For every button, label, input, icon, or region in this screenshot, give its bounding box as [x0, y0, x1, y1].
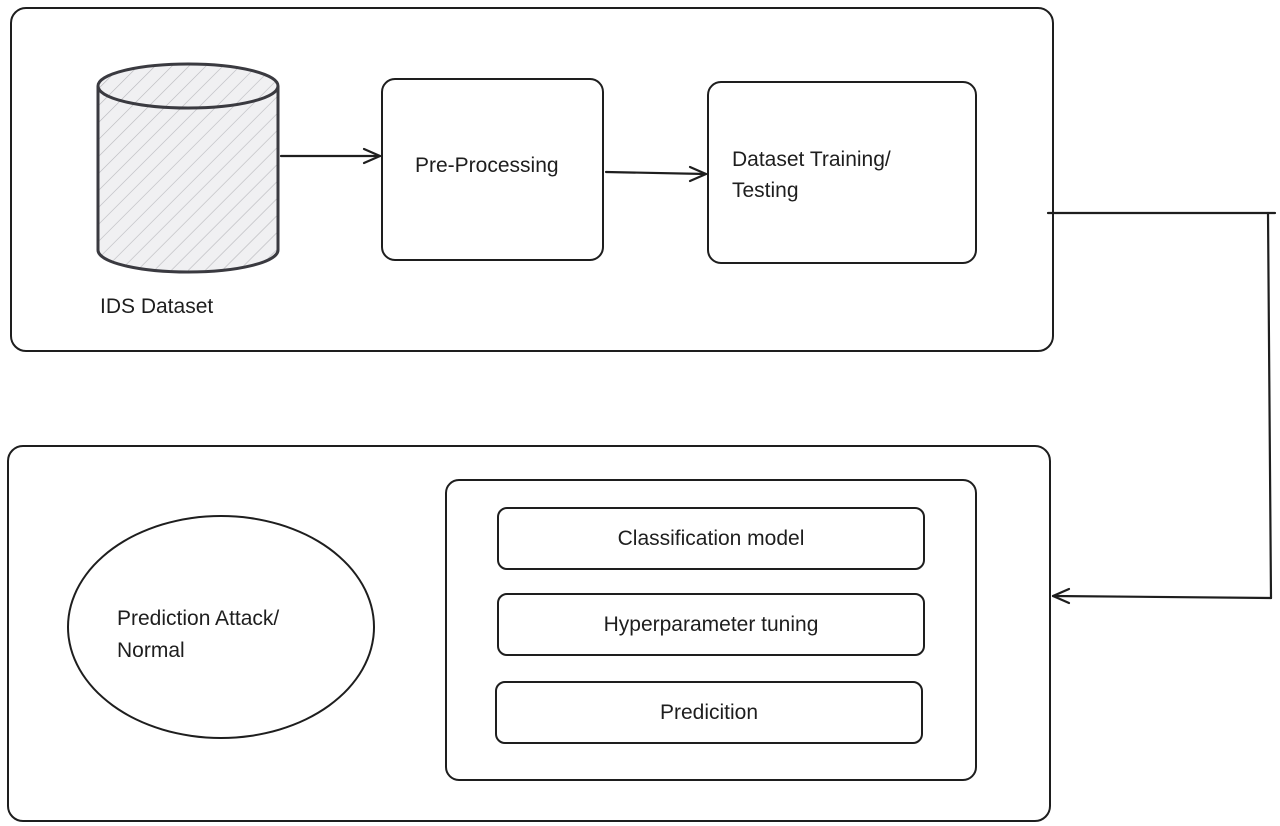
- classification-model-step: Classification model: [497, 507, 925, 570]
- training-label-line1: Dataset Training/: [732, 148, 891, 171]
- training-testing-box: [707, 81, 977, 264]
- prediction-step: Predicition: [495, 681, 923, 744]
- prediction-label-line1: Prediction Attack/: [117, 607, 280, 630]
- arrow-training-to-model: [1046, 211, 1277, 605]
- arrow-dataset-to-preprocessing: [279, 147, 382, 165]
- hyperparameter-tuning-step: Hyperparameter tuning: [497, 593, 925, 656]
- preprocessing-box: [381, 78, 604, 261]
- preprocessing-label: Pre-Processing: [415, 154, 559, 177]
- training-label-line2: Testing: [732, 179, 799, 202]
- prediction-label-line2: Normal: [117, 639, 185, 662]
- prediction-ellipse: [67, 515, 375, 739]
- dataset-label: IDS Dataset: [100, 295, 214, 318]
- arrow-preprocessing-to-training: [604, 165, 708, 183]
